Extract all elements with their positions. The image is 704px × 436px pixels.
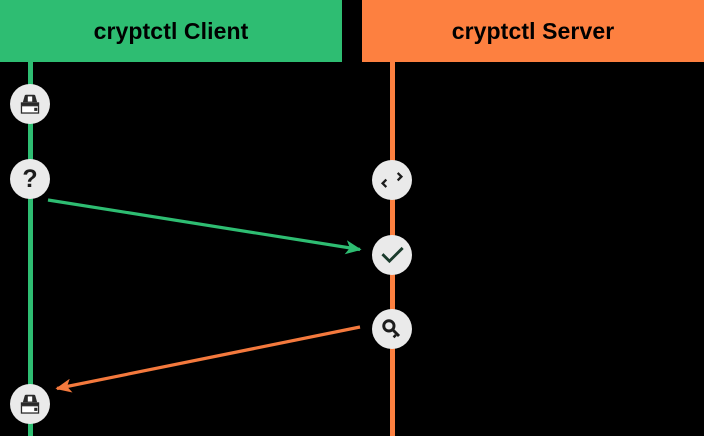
participant-header-client[interactable]: cryptctl Client [0, 0, 342, 62]
event-node-server-key[interactable] [372, 309, 412, 349]
key-icon [381, 318, 403, 340]
event-node-server-validated[interactable] [372, 235, 412, 275]
event-node-client-disk-locked[interactable] [10, 84, 50, 124]
event-node-client-request-key[interactable]: ? [10, 159, 50, 199]
message-arrow-request [47, 198, 362, 255]
check-icon [380, 245, 405, 265]
event-node-client-disk-unlocked[interactable] [10, 384, 50, 424]
hard-drive-icon [19, 94, 41, 115]
event-node-server-exchange[interactable] [372, 160, 412, 200]
lifeline-client [28, 62, 33, 436]
participant-label-client: cryptctl Client [93, 17, 249, 44]
exchange-arrows-icon [380, 170, 404, 190]
hard-drive-icon [19, 394, 41, 415]
participant-label-server: cryptctl Server [451, 17, 615, 44]
question-mark-icon: ? [22, 164, 38, 193]
participant-header-server[interactable]: cryptctl Server [362, 0, 704, 62]
message-arrow-response [55, 325, 361, 393]
